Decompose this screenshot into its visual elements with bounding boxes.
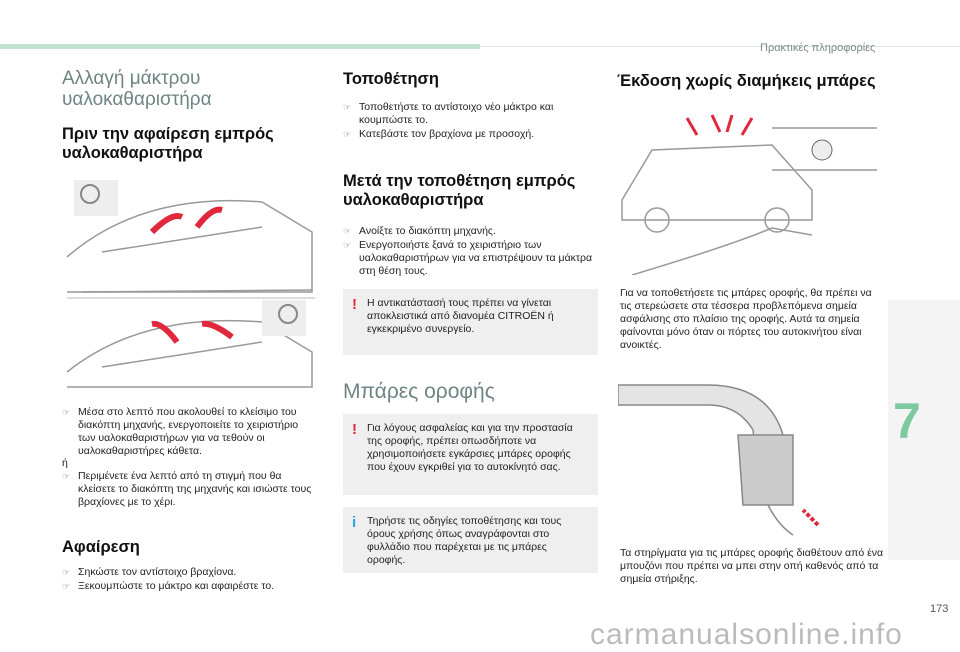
warning-icon: ! [352, 296, 357, 313]
step: Κατεβάστε τον βραχίονα με προσοχή. [343, 128, 598, 141]
after-heading: Μετά την τοποθέτηση εμπρός υαλοκαθαριστή… [343, 172, 576, 209]
removal-steps: Σηκώστε τον αντίστοιχο βραχίονα. Ξεκουμπ… [62, 566, 312, 594]
arrow-icon [151, 320, 180, 344]
step: Ενεργοποιήστε ξανά το χειριστήριο των υα… [343, 239, 603, 278]
warning-box: ! Για λόγους ασφαλείας και για την προστ… [343, 414, 598, 495]
watermark: carmanualsonline.info [590, 618, 903, 651]
arrow-icon [685, 114, 754, 136]
roof-bar-foot-illustration [618, 375, 883, 545]
step: Περιμένετε ένα λεπτό από τη στιγμή που θ… [62, 470, 312, 509]
no-rails-heading: Έκδοση χωρίς διαμήκεις μπάρες [617, 72, 876, 90]
page-title: Αλλαγή μάκτρου υαλοκαθαριστήρα [62, 68, 212, 110]
warning-icon: ! [352, 421, 357, 438]
step: Ανοίξτε το διακόπτη μηχανής. [343, 225, 603, 238]
info-icon: i [352, 514, 357, 531]
wiper-illustrations [62, 172, 320, 392]
info-box: i Τηρήστε τις οδηγίες τοποθέτησης και το… [343, 507, 598, 573]
before-heading: Πριν την αφαίρεση εμπρός υαλοκαθαριστήρα [62, 125, 274, 162]
warning-box: ! Η αντικατάστασή τους πρέπει να γίνεται… [343, 289, 598, 355]
section-header: Πρακτικές πληροφορίες [760, 42, 876, 54]
chapter-number: 7 [893, 393, 921, 449]
removal-heading: Αφαίρεση [62, 538, 140, 556]
before-steps: Μέσα στο λεπτό που ακολουθεί το κλείσιμο… [62, 406, 312, 459]
page-number: 173 [930, 603, 949, 615]
before-steps-alt: Περιμένετε ένα λεπτό από τη στιγμή που θ… [62, 470, 312, 510]
support-text: Τα στηρίγματα για τις μπάρες οροφής διαθ… [620, 547, 884, 585]
install-heading: Τοποθέτηση [343, 70, 439, 88]
step: Τοποθετήστε το αντίστοιχο νέο μάκτρο και… [343, 101, 598, 127]
header-divider [480, 46, 960, 47]
step: Ξεκουμπώστε το μάκτρο και αφαιρέστε το. [62, 580, 312, 593]
chapter-tab [888, 300, 960, 560]
arrow-icon [194, 206, 223, 229]
steering-wheel-icon [74, 180, 118, 216]
after-steps: Ανοίξτε το διακόπτη μηχανής. Ενεργοποιήσ… [343, 225, 603, 279]
step: Μέσα στο λεπτό που ακολουθεί το κλείσιμο… [62, 406, 312, 458]
car-front-illustration-1 [66, 199, 313, 293]
header-accent-bar [0, 44, 480, 49]
warning-text: Για λόγους ασφαλείας και για την προστασ… [367, 422, 573, 473]
mount-point-icon [811, 139, 833, 161]
roof-bars-title: Μπάρες οροφής [343, 380, 495, 403]
roof-bars-text: Για να τοποθετήσετε τις μπάρες οροφής, θ… [620, 287, 872, 351]
arrow-icon [801, 508, 820, 527]
car-front-illustration-2 [66, 319, 313, 388]
roof-mount-illustration [612, 110, 882, 275]
arrow-icon [201, 320, 234, 340]
install-steps: Τοποθετήστε το αντίστοιχο νέο μάκτρο και… [343, 101, 598, 142]
arrow-icon [149, 213, 184, 235]
or-text: ή [62, 457, 68, 469]
warning-text: Η αντικατάστασή τους πρέπει να γίνεται α… [367, 297, 554, 335]
step: Σηκώστε τον αντίστοιχο βραχίονα. [62, 566, 312, 579]
info-text: Τηρήστε τις οδηγίες τοποθέτησης και τους… [367, 515, 562, 566]
